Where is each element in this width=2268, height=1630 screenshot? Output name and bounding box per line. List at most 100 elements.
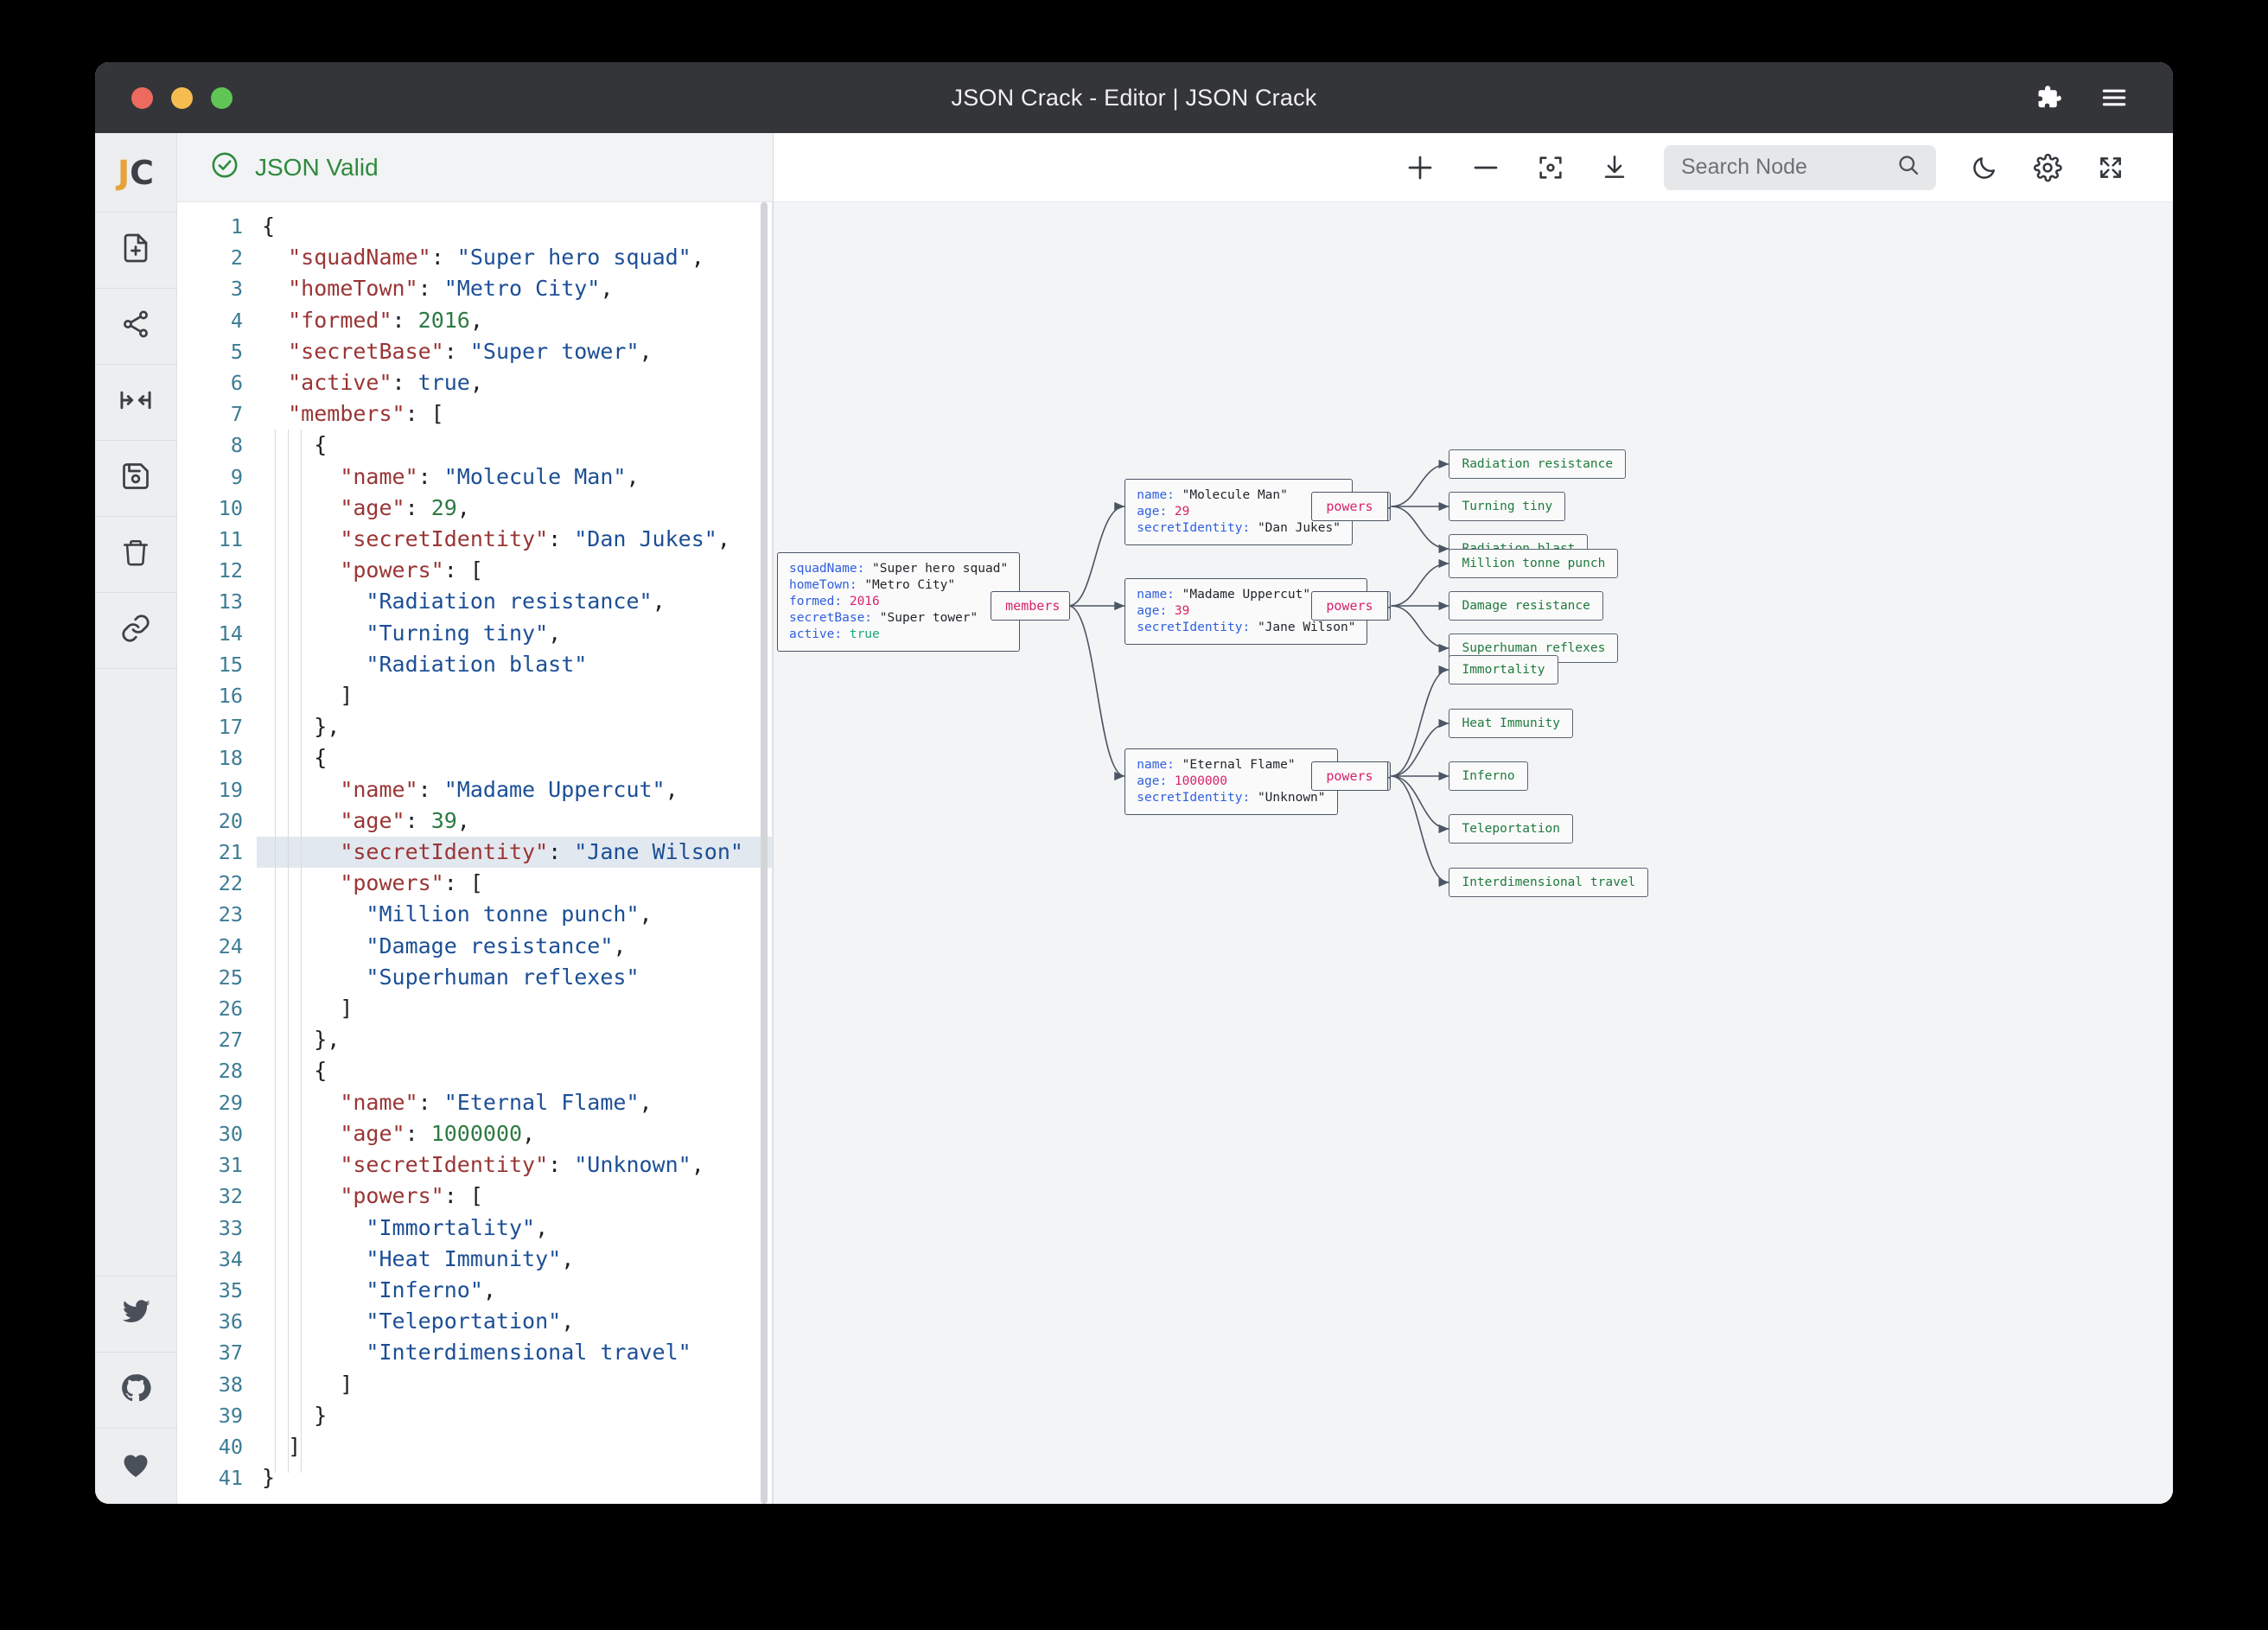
sidebar-item-save-file[interactable] (95, 441, 176, 517)
code-line[interactable]: "members": [ (288, 401, 444, 427)
editor-scrollbar[interactable] (761, 202, 768, 1504)
graph-node-power-leaf[interactable]: Radiation resistance (1449, 449, 1627, 479)
code-line[interactable]: "homeTown": "Metro City", (288, 276, 614, 302)
code-line[interactable]: "squadName": "Super hero squad", (288, 245, 704, 271)
code-line[interactable]: "powers": [ (340, 1183, 483, 1209)
code-line[interactable]: "secretBase": "Super tower", (288, 338, 653, 364)
collapse-button[interactable] (1386, 762, 1391, 790)
graph-node-power-leaf[interactable]: Immortality (1449, 654, 1558, 684)
puzzle-icon[interactable] (2036, 85, 2062, 111)
code-line[interactable]: "Inferno", (366, 1277, 496, 1302)
code-line[interactable]: { (262, 213, 276, 239)
code-line[interactable]: "age": 29, (340, 494, 470, 520)
node-key: age: (1137, 505, 1168, 519)
sidebar-item-delete-file[interactable] (95, 517, 176, 593)
minimize-window-button[interactable] (171, 86, 193, 109)
code-line[interactable]: } (262, 1465, 276, 1491)
code-line[interactable]: "Million tonne punch", (366, 901, 653, 927)
graph-node-root[interactable]: squadName: "Super hero squad"homeTown: "… (777, 552, 1021, 652)
code-line[interactable]: }, (262, 1027, 341, 1053)
node-value: "Eternal Flame" (1182, 758, 1296, 772)
code-line[interactable]: "powers": [ (340, 870, 483, 896)
code-line[interactable]: "secretIdentity": "Dan Jukes", (340, 526, 730, 552)
code-line[interactable]: "name": "Eternal Flame", (340, 1089, 653, 1115)
sidebar-item-github[interactable] (95, 1352, 176, 1428)
code-line[interactable]: { (262, 432, 328, 458)
code-line[interactable]: "active": true, (288, 370, 483, 396)
fullscreen-icon[interactable] (2097, 154, 2125, 181)
code-line[interactable]: "age": 1000000, (340, 1120, 536, 1146)
code-line[interactable]: { (262, 1058, 328, 1084)
sidebar-item-share-graph[interactable] (95, 289, 176, 365)
sidebar-item-collapse-expand[interactable] (95, 365, 176, 441)
code-line[interactable]: "Interdimensional travel" (366, 1340, 691, 1366)
center-focus-icon[interactable] (1536, 153, 1565, 182)
graph-node-powers-3[interactable]: powers (1311, 761, 1392, 791)
sidebar-item-new-file[interactable] (95, 213, 176, 289)
graph-node-power-leaf[interactable]: Teleportation (1449, 814, 1573, 844)
collapse-button[interactable] (1386, 592, 1391, 620)
code-line[interactable]: "Damage resistance", (366, 933, 627, 958)
search-node-box[interactable] (1664, 144, 1936, 190)
hamburger-menu-icon[interactable] (2100, 86, 2128, 109)
node-value: "Molecule Man" (1182, 488, 1288, 502)
editor-scrollbar-thumb[interactable] (761, 202, 768, 1504)
maximize-window-button[interactable] (211, 86, 233, 109)
code-line[interactable]: "secretIdentity": "Unknown", (340, 1152, 704, 1178)
sidebar-item-sponsor[interactable] (95, 1428, 176, 1504)
download-icon[interactable] (1600, 153, 1629, 182)
code-line[interactable]: "secretIdentity": "Jane Wilson" (257, 837, 773, 869)
node-value: 39 (1174, 604, 1190, 618)
code-line[interactable]: "Heat Immunity", (366, 1245, 575, 1271)
code-line[interactable]: "Teleportation", (366, 1308, 575, 1334)
code-line[interactable]: ] (262, 683, 354, 709)
search-input[interactable] (1681, 155, 1888, 180)
sidebar-item-copy-link[interactable] (95, 593, 176, 669)
code-line[interactable]: { (262, 745, 328, 771)
code-line[interactable]: "Radiation resistance", (366, 589, 666, 614)
code-content[interactable]: { "squadName": "Super hero squad", "home… (257, 202, 773, 1504)
line-number: 41 (218, 1466, 243, 1491)
search-icon[interactable] (1896, 153, 1921, 181)
graph-node-power-leaf[interactable]: Million tonne punch (1449, 549, 1619, 578)
graph-node-powers-1[interactable]: powers (1311, 492, 1392, 521)
graph-node-power-leaf[interactable]: Turning tiny (1449, 492, 1566, 521)
graph-node-members[interactable]: members (991, 591, 1071, 621)
code-line[interactable]: } (262, 1402, 328, 1428)
line-number: 31 (218, 1153, 243, 1178)
code-line[interactable]: "name": "Molecule Man", (340, 463, 640, 489)
graph-canvas[interactable]: squadName: "Super hero squad"homeTown: "… (774, 202, 2173, 1504)
node-key: age: (1137, 774, 1168, 788)
graph-node-powers-2[interactable]: powers (1311, 591, 1392, 621)
graph-node-power-leaf[interactable]: Damage resistance (1449, 591, 1603, 621)
close-window-button[interactable] (131, 86, 153, 109)
code-line[interactable]: ] (262, 1433, 302, 1459)
sidebar-item-twitter[interactable] (95, 1276, 176, 1352)
code-line[interactable]: "formed": 2016, (288, 307, 483, 333)
code-line[interactable]: "Radiation blast" (366, 651, 588, 677)
code-line[interactable]: }, (262, 714, 341, 740)
code-line[interactable]: "Immortality", (366, 1214, 549, 1240)
line-number: 34 (218, 1246, 243, 1271)
collapse-button[interactable] (1386, 493, 1391, 520)
code-line[interactable]: "Turning tiny", (366, 620, 562, 646)
code-line[interactable]: ] (262, 996, 354, 1022)
code-line[interactable]: "powers": [ (340, 557, 483, 583)
graph-node-power-leaf[interactable]: Heat Immunity (1449, 709, 1573, 738)
gear-icon[interactable] (2033, 153, 2062, 182)
code-line[interactable]: "Superhuman reflexes" (366, 964, 640, 990)
code-line[interactable]: "name": "Madame Uppercut", (340, 776, 678, 802)
line-number: 29 (218, 1090, 243, 1115)
code-line[interactable]: "age": 39, (340, 807, 470, 833)
moon-icon[interactable] (1971, 154, 1998, 181)
node-key: secretIdentity: (1137, 521, 1251, 535)
code-line[interactable]: ] (262, 1371, 354, 1397)
graph-node-power-leaf[interactable]: Interdimensional travel (1449, 868, 1649, 897)
zoom-in-icon[interactable] (1405, 152, 1436, 183)
zoom-out-icon[interactable] (1470, 152, 1501, 183)
line-number: 39 (218, 1403, 243, 1428)
graph-node-power-leaf[interactable]: Inferno (1449, 761, 1528, 791)
